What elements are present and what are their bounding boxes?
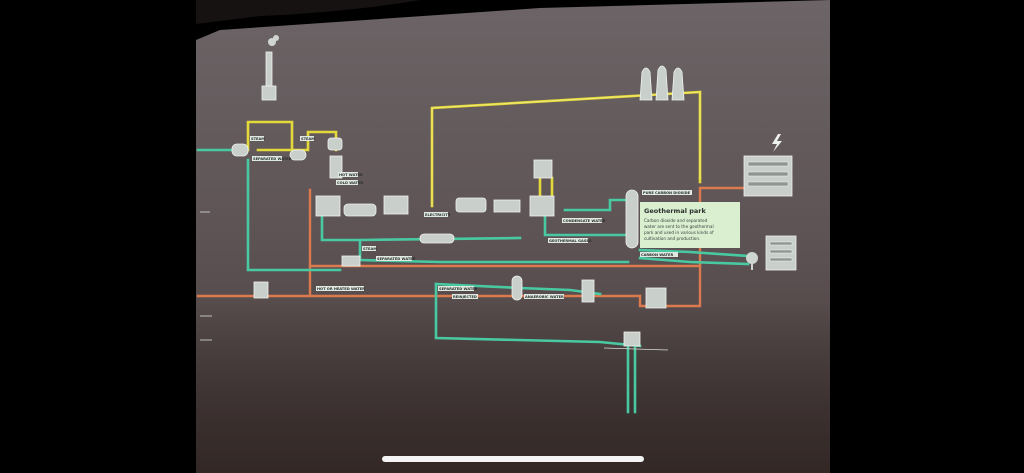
label-steam-lower: STEAM xyxy=(362,246,377,251)
info-panel-line-3: park and used in various kinds of xyxy=(644,230,714,235)
svg-text:REINJECTED: REINJECTED xyxy=(453,295,477,299)
label-separated-water-low: SEPARATED WATER xyxy=(438,286,478,291)
steam-highlight xyxy=(431,91,701,207)
label-dissolved-water: ANAEROBIC WATER xyxy=(524,294,564,299)
label-carbon-water: CARBON WATER xyxy=(640,252,678,257)
water-pipe-to-greenhouse xyxy=(638,256,750,266)
steam-pipe-left xyxy=(246,120,294,152)
turbine-3 xyxy=(455,197,487,213)
info-panel-line-4: cultivation and production. xyxy=(644,236,700,241)
power-station-building xyxy=(743,155,793,197)
separator-left-2 xyxy=(289,149,307,161)
hot-water-pipe-right xyxy=(638,264,702,308)
label-geothermal-gases: GEOTHERMAL GASES xyxy=(548,238,592,243)
pipe-heat-exchanger xyxy=(419,233,455,244)
label-reinjected: REINJECTED xyxy=(452,294,478,299)
label-steam-mid: STEAM xyxy=(300,136,315,141)
label-electricity: ELECTRICITY xyxy=(424,212,451,217)
info-panel-line-2: water are sent to the geothermal xyxy=(644,224,714,229)
factory-chimney-icon xyxy=(261,35,279,101)
svg-text:CONDENSATE WATER: CONDENSATE WATER xyxy=(563,219,606,223)
label-separated-water-top: SEPARATED WATER xyxy=(252,156,292,161)
wall-bottom-shade xyxy=(196,300,830,473)
separator-left xyxy=(231,143,249,157)
tank-right xyxy=(581,279,595,303)
water-pipe-left-vertical xyxy=(246,158,342,272)
label-steam-left: STEAM xyxy=(250,136,265,141)
storage-unit xyxy=(645,287,667,309)
greenhouse-icon xyxy=(765,235,797,271)
label-cold-water: COLD WATER xyxy=(336,180,363,185)
water-pipe-return xyxy=(434,282,642,348)
condenser xyxy=(529,195,555,217)
svg-text:SEPARATED WATER: SEPARATED WATER xyxy=(377,257,416,261)
label-pure-carbon-dioxide: PURE CARBON DIOXIDE xyxy=(642,190,692,195)
water-pipes xyxy=(196,148,750,414)
label-separated-water-mid: SEPARATED WATER xyxy=(376,256,416,261)
home-indicator-bar[interactable] xyxy=(382,456,644,462)
info-panel-title: Geothermal park xyxy=(644,207,706,215)
turbine-1 xyxy=(315,195,341,217)
water-pipe-tower xyxy=(563,198,634,212)
svg-text:HOT WATER: HOT WATER xyxy=(339,173,363,177)
co2-column xyxy=(625,189,639,249)
water-pipe-cooling xyxy=(543,210,627,237)
ground-marks xyxy=(200,211,669,351)
turbine-2 xyxy=(343,203,377,217)
tank-mid xyxy=(511,275,523,301)
info-panel-geothermal-park: Geothermal park Carbon dioxide and separ… xyxy=(640,202,740,248)
tree-icon xyxy=(746,252,758,270)
pump-station xyxy=(341,255,361,267)
label-hot-or-heated-water: HOT OR HEATED WATER xyxy=(316,286,365,291)
wellhead xyxy=(623,331,641,347)
label-condensate-water: CONDENSATE WATER xyxy=(562,218,606,223)
steam-pipe-loop-highlight xyxy=(431,91,701,207)
generator-1 xyxy=(383,195,409,215)
info-panel-line-1: Carbon dioxide and separated xyxy=(644,218,708,223)
svg-text:ELECTRICITY: ELECTRICITY xyxy=(425,213,451,217)
svg-text:COLD WATER: COLD WATER xyxy=(337,181,363,185)
svg-text:SEPARATED WATER: SEPARATED WATER xyxy=(439,287,478,291)
ceiling-shadow xyxy=(196,0,420,24)
svg-text:STEAM: STEAM xyxy=(301,137,315,141)
cooling-tower-icon xyxy=(639,65,685,101)
svg-text:GEOTHERMAL GASES: GEOTHERMAL GASES xyxy=(549,239,592,243)
water-pipe-to-park xyxy=(638,248,750,258)
svg-text:SEPARATED WATER: SEPARATED WATER xyxy=(253,157,292,161)
tank-left xyxy=(253,281,269,299)
lightning-icon xyxy=(772,134,782,152)
svg-text:STEAM: STEAM xyxy=(251,137,265,141)
svg-text:STEAM: STEAM xyxy=(363,247,377,251)
vessel-b xyxy=(327,137,343,151)
svg-text:ANAEROBIC WATER: ANAEROBIC WATER xyxy=(525,295,564,299)
separator-top xyxy=(533,159,553,179)
label-hot-water: HOT WATER xyxy=(338,172,363,177)
generator-2 xyxy=(493,199,521,213)
svg-text:PURE CARBON DIOXIDE: PURE CARBON DIOXIDE xyxy=(643,191,691,195)
svg-text:CARBON WATER: CARBON WATER xyxy=(641,253,673,257)
svg-text:HOT OR HEATED WATER: HOT OR HEATED WATER xyxy=(317,287,365,291)
